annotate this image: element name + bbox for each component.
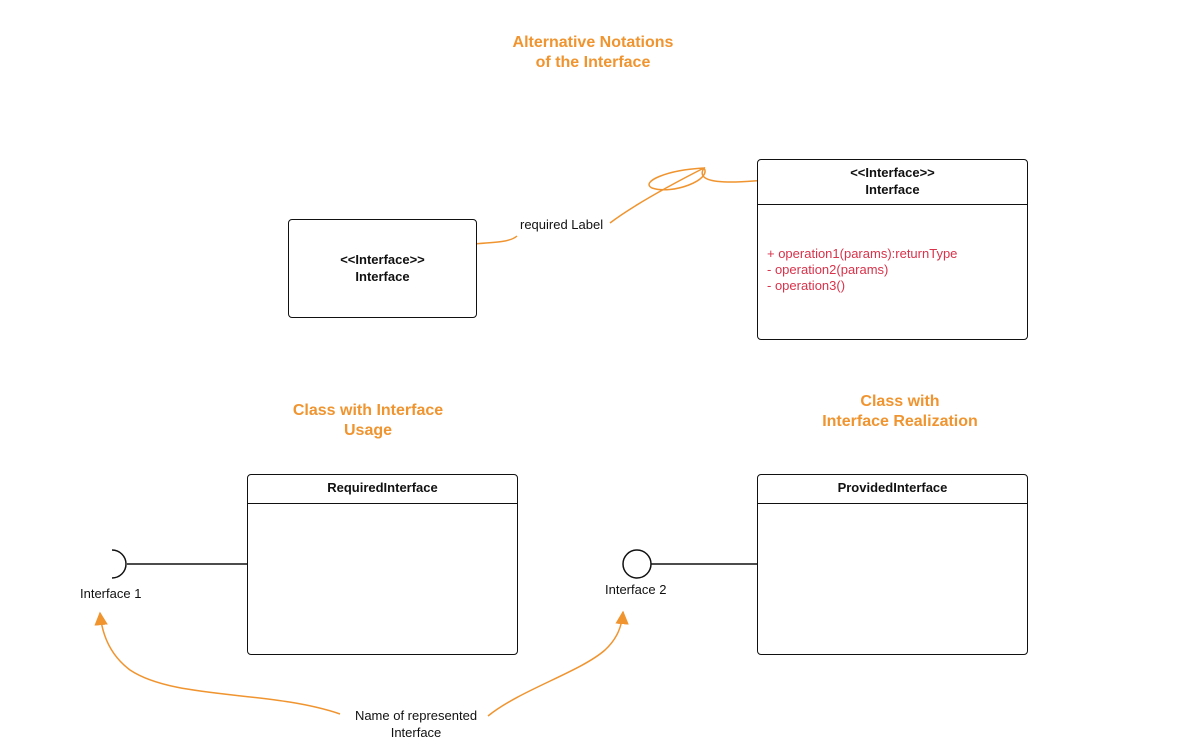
detailed-interface-box[interactable]: <<Interface>> Interface + operation1(par… xyxy=(757,159,1028,340)
operation-item: - operation3() xyxy=(767,278,846,293)
required-interface-class-name: RequiredInterface xyxy=(327,480,438,495)
provided-interface-class-name: ProvidedInterface xyxy=(837,480,948,495)
title-interface-usage: Class with Interface Usage xyxy=(292,402,444,439)
provided-interface-class[interactable]: ProvidedInterface xyxy=(757,474,1028,655)
lollipop-icon xyxy=(622,549,652,579)
small-interface-box[interactable]: <<Interface>> Interface xyxy=(288,219,477,318)
detailed-interface-name: Interface xyxy=(865,182,920,197)
interface-2-label: Interface 2 xyxy=(605,582,667,597)
title-alternative-notations: Alternative Notations of the Interface xyxy=(512,34,674,71)
required-label-connector-right[interactable] xyxy=(609,166,834,224)
small-interface-stereotype: <<Interface>> xyxy=(340,252,425,267)
detailed-interface-stereotype: <<Interface>> xyxy=(850,165,935,180)
annotation-arrow-left[interactable] xyxy=(94,611,341,715)
title-interface-realization: Class with Interface Realization xyxy=(822,393,978,430)
provided-interface-class-header: ProvidedInterface xyxy=(758,475,1027,504)
operation-item: - operation2(params) xyxy=(767,262,889,277)
required-interface-class-header: RequiredInterface xyxy=(248,475,517,504)
connector-label: required Label xyxy=(520,217,604,232)
operations-list: + operation1(params):returnType - operat… xyxy=(767,246,957,294)
interface-1-label: Interface 1 xyxy=(80,586,142,601)
detailed-interface-header: <<Interface>> Interface xyxy=(758,160,1027,205)
required-interface-class[interactable]: RequiredInterface xyxy=(247,474,518,655)
socket-icon xyxy=(111,549,127,579)
annotation-arrow-right[interactable] xyxy=(487,610,629,717)
small-interface-name: Interface xyxy=(355,269,410,284)
annotation-label: Name of represented Interface xyxy=(354,708,478,740)
operation-item: + operation1(params):returnType xyxy=(767,246,958,261)
